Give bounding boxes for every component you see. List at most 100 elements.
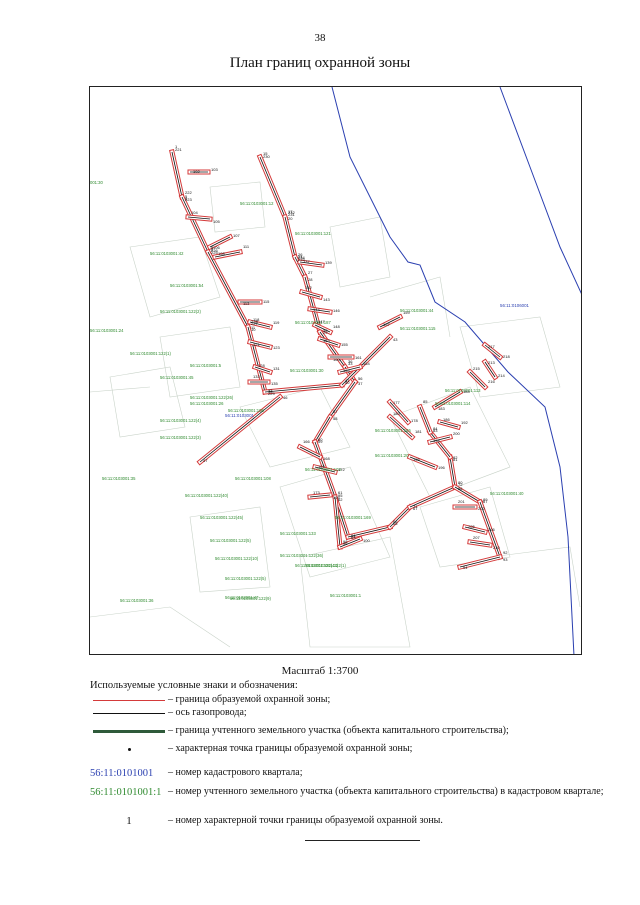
parcel-number-label: 56:11:0103001:1 — [330, 593, 362, 598]
parcel-number-label: 56:11:0103001:104 — [305, 467, 341, 472]
point-number-label: 113 — [243, 301, 250, 306]
pipeline-axis-segment — [304, 276, 321, 333]
parcel-number-label: 56:11:0103001:113 — [445, 388, 481, 393]
point-number-label: 57 — [333, 409, 338, 414]
pipeline-axis-segment — [464, 526, 486, 533]
scale-label: Масштаб 1:3700 — [281, 665, 359, 677]
pipeline-axis-segment — [171, 151, 183, 198]
point-number-label: 105 — [213, 219, 220, 224]
pipeline-axis-segment — [314, 324, 331, 333]
protection-zone-map: 56:11:0103001:1256:11:0103001:12156:11:0… — [90, 87, 581, 654]
point-number-label: 93 — [503, 557, 508, 562]
point-number-label: 183 — [438, 406, 445, 411]
pipeline-axis-segment — [301, 291, 321, 298]
pipeline-axis-segment — [484, 361, 496, 378]
point-number-label: 62 — [338, 497, 343, 502]
point-number-label: 107 — [233, 233, 240, 238]
legend-parcel-number: 56:11:0101001:1 – номер учтенного земель… — [90, 786, 604, 798]
quarter-number-label: 56:11:0106001 — [500, 303, 530, 308]
pipeline-axis-segment — [449, 456, 456, 488]
point-number-label: 66 — [393, 519, 398, 524]
point-number-label: 29 — [323, 330, 328, 335]
point-number-label: 172 — [338, 467, 345, 472]
pipeline-axis-segment — [181, 196, 209, 253]
parcel-number-label: 56:11:0103001:122(2) — [160, 309, 202, 314]
point-number-label: 214 — [498, 373, 505, 378]
point-number-label: 87 — [483, 499, 488, 504]
point-number-label: 43 — [393, 337, 398, 342]
pipeline-axis-segment — [294, 256, 306, 278]
legend-heading: Используемые условные знаки и обозначени… — [90, 680, 298, 691]
point-number-label: 164 — [363, 361, 370, 366]
point-number-label: 177 — [393, 400, 400, 405]
point-number-label: 222 — [185, 190, 192, 195]
point-number-label: 232 — [288, 210, 295, 215]
point-number-label: 106 — [213, 245, 220, 250]
parcel-number-label: 56:11:0103001:122(5) — [225, 576, 267, 581]
point-number-label: 147 — [318, 319, 325, 324]
point-number-label: 64 — [351, 533, 356, 538]
point-number-label: 229 — [268, 391, 275, 396]
parcel-number-label: 56:11:0103001:47 — [225, 595, 259, 600]
parcel-number-label: 56:11:0103001:40 — [490, 491, 524, 496]
point-number-label: 231 — [288, 212, 295, 217]
point-number-label: 137 — [303, 259, 310, 264]
point-number-label: 207 — [473, 535, 480, 540]
pipeline-axis-segment — [259, 156, 286, 218]
parcel-number-label: 56:11:0103001:122(3) — [160, 435, 202, 440]
point-number-label: 84 — [433, 426, 438, 431]
pipeline-axis-segment — [314, 466, 336, 473]
pipeline-axis-segment — [329, 381, 356, 418]
parcel-number-label: 56:11:0103001:42 — [150, 251, 184, 256]
point-number-label: 20 — [288, 216, 293, 221]
parcel-number-label: 56:11:0103001:12 — [240, 201, 274, 206]
point-number-label: 135 — [271, 381, 278, 386]
parcel-number-label: 56:11:0103001:122(26) — [190, 395, 234, 400]
pipeline-axis-segment — [469, 541, 491, 546]
point-number-label: 46 — [283, 395, 288, 400]
pipeline-axis-segment — [254, 366, 271, 373]
point-number-label: 198 — [433, 438, 440, 443]
point-number-label: 217 — [488, 344, 495, 349]
point-number-label: 128 — [258, 363, 265, 368]
pipeline-axis-segment — [389, 416, 413, 438]
parcel-number-label: 56:11:0103001:122(4) — [160, 418, 202, 423]
legend-quarter-number: 56:11:0101001 – номер кадастрового кварт… — [90, 767, 303, 779]
parcel-number-label: 56:11:0103001:187 — [295, 320, 331, 325]
map-labels: 56:11:0103001:1256:11:0103001:12156:11:0… — [90, 144, 530, 603]
point-number-label: 218 — [503, 354, 510, 359]
quarter-number-label: 56:11:0103001 — [225, 413, 255, 418]
pipeline-axis-segment — [334, 496, 341, 548]
point-number-label: 28 — [308, 277, 313, 282]
point-number-label: 173 — [313, 490, 320, 495]
point-number-label: 24 — [298, 254, 303, 259]
parcel-number-label: 56:11:0103001:122(5) — [210, 538, 252, 543]
page-number: 38 — [314, 32, 326, 44]
point-number-label: 200 — [453, 431, 460, 436]
gas-pipeline-network — [169, 149, 504, 571]
point-number-label: 86 — [458, 486, 463, 491]
point-number-label: 11 — [251, 325, 256, 330]
point-number-label: 98 — [343, 539, 348, 544]
page-title: План границ охранной зоны — [229, 55, 411, 71]
point-number-label: 82 — [453, 455, 458, 460]
point-number-label: 157 — [383, 322, 390, 327]
point-number-label: 13 — [268, 388, 273, 393]
legend-point: – характерная точка границы образуемой о… — [90, 743, 608, 755]
pipeline-axis-segment — [319, 338, 339, 346]
point-number-label: 196 — [438, 465, 445, 470]
pipeline-axis-segment — [409, 456, 436, 468]
parcel-number-label: 56:11:0103001:122(9) — [230, 596, 272, 601]
point-number-label: 202 — [478, 506, 485, 511]
parcel-number-label: 56:11:0103001:26 — [190, 401, 224, 406]
river-line-right — [499, 87, 581, 294]
point-number-label: 213 — [488, 360, 495, 365]
river-line — [331, 87, 575, 654]
point-number-label: 8 — [211, 247, 214, 252]
point-number-label: 103 — [211, 167, 218, 172]
parcel-number-label: 56:11:0103001:122(36) — [280, 553, 324, 558]
point-number-label: 40 — [345, 380, 350, 385]
parcel-number-label: 56:11:0103001:108 — [235, 476, 271, 481]
point-number-label: 104 — [191, 210, 198, 215]
